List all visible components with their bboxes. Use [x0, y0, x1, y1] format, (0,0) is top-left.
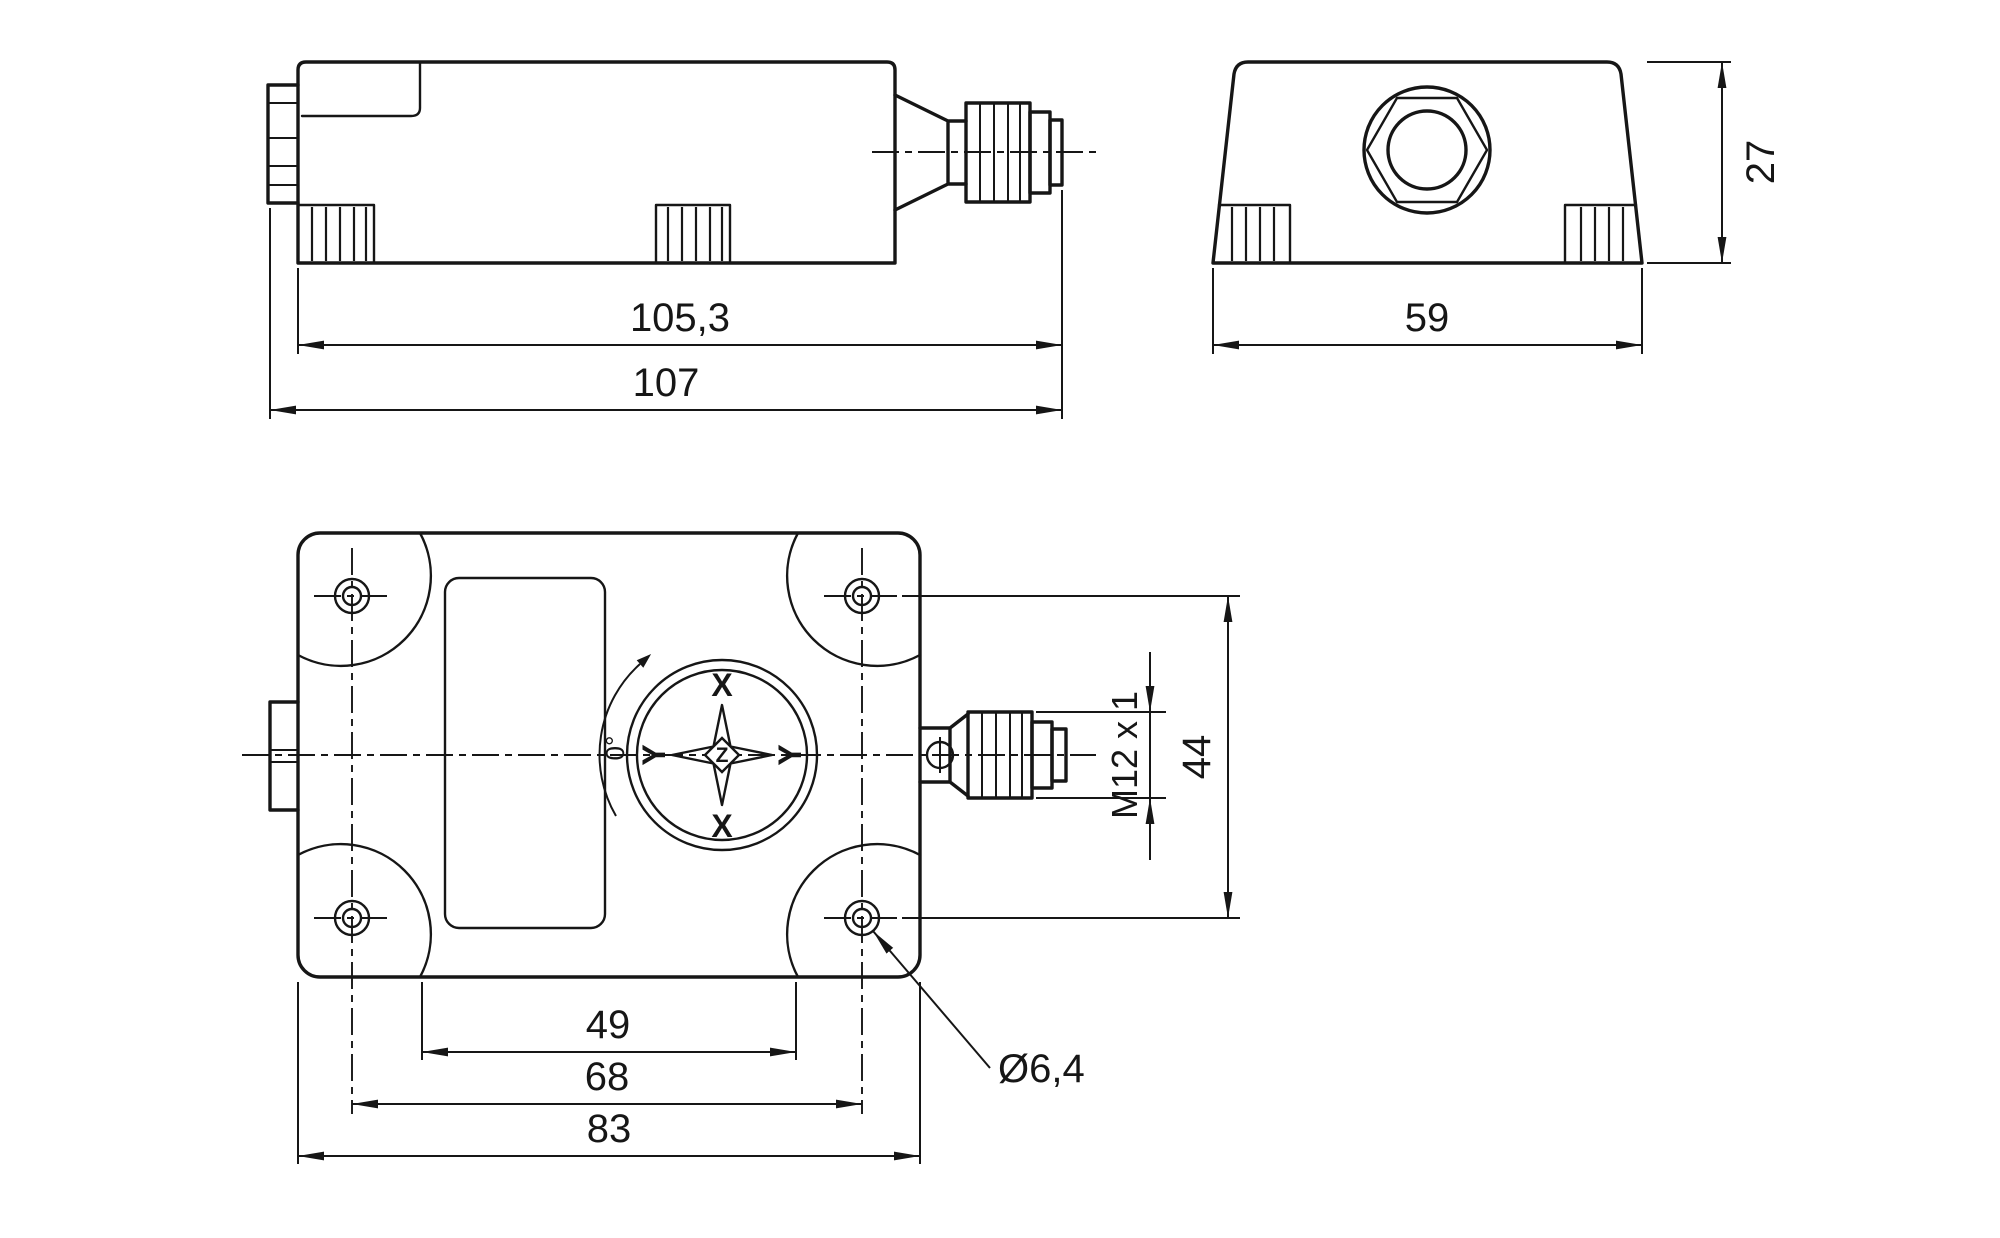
label-recess — [443, 576, 607, 930]
m12-connector-side — [872, 93, 1096, 212]
axis-compass: Z X X Y Y 0° — [598, 654, 819, 852]
mounting-foot-right — [654, 203, 732, 265]
top-view: Z X X Y Y 0° — [242, 531, 1240, 1164]
end-view: 59 27 — [1211, 60, 1783, 354]
dim-length-total-label: 107 — [633, 361, 700, 405]
end-foot-right — [1563, 203, 1638, 265]
dim-housing-width: 83 — [297, 982, 921, 1164]
compass-star — [670, 703, 774, 807]
mounting-hole-top-right — [843, 577, 881, 615]
zero-reference-label: 0° — [600, 736, 630, 761]
connector-opening — [1362, 85, 1492, 215]
dim-length-upper-label: 105,3 — [630, 296, 730, 340]
dim-mounting-hole-diameter: Ø6,4 — [872, 930, 1085, 1091]
end-foot-left — [1217, 203, 1292, 265]
housing-top-outline — [296, 531, 922, 979]
left-cap — [266, 83, 300, 205]
axis-y-left-label: Y — [636, 744, 672, 765]
dim-hole-spacing-horizontal: 68 — [352, 1055, 862, 1109]
dim-hole-spacing-vertical-label: 44 — [1175, 735, 1219, 780]
housing-step-edge — [300, 60, 422, 118]
side-view: 105,3 107 — [266, 60, 1096, 419]
dim-hole-spacing-vertical: 44 — [902, 595, 1240, 919]
housing-body-outline — [296, 60, 897, 265]
dim-mounting-hole-diameter-label: Ø6,4 — [998, 1047, 1085, 1091]
mounting-foot-left — [296, 203, 376, 265]
corner-pad-arcs — [296, 531, 922, 979]
dim-connector-thread: M12 x 1 — [1036, 652, 1166, 860]
left-cap-top — [268, 700, 300, 812]
mounting-hole-top-left — [333, 577, 371, 615]
m12-connector-top — [918, 710, 1068, 800]
dim-housing-width-label: 83 — [587, 1107, 632, 1151]
compass-center-diamond — [703, 736, 741, 774]
side-view-dimensions: 105,3 107 — [269, 190, 1063, 419]
end-housing-outline — [1211, 60, 1644, 265]
dim-feet-spacing: 49 — [421, 982, 797, 1060]
dim-width-label: 59 — [1405, 296, 1450, 340]
flange-screw — [925, 737, 955, 773]
rotation-arrow — [598, 654, 652, 817]
dim-feet-spacing-label: 49 — [586, 1003, 631, 1047]
mounting-hole-bottom-left — [333, 899, 371, 937]
dim-height-label: 27 — [1739, 140, 1783, 185]
mounting-hole-bottom-right — [843, 899, 881, 937]
axis-z-label: Z — [716, 744, 729, 767]
axis-x-bottom-label: X — [711, 808, 733, 844]
axis-x-top-label: X — [711, 667, 733, 703]
end-view-dimensions: 59 27 — [1212, 61, 1783, 354]
dim-hole-spacing-horizontal-label: 68 — [585, 1055, 630, 1099]
axis-y-right-label: Y — [772, 744, 808, 765]
dim-connector-thread-label: M12 x 1 — [1104, 691, 1145, 819]
